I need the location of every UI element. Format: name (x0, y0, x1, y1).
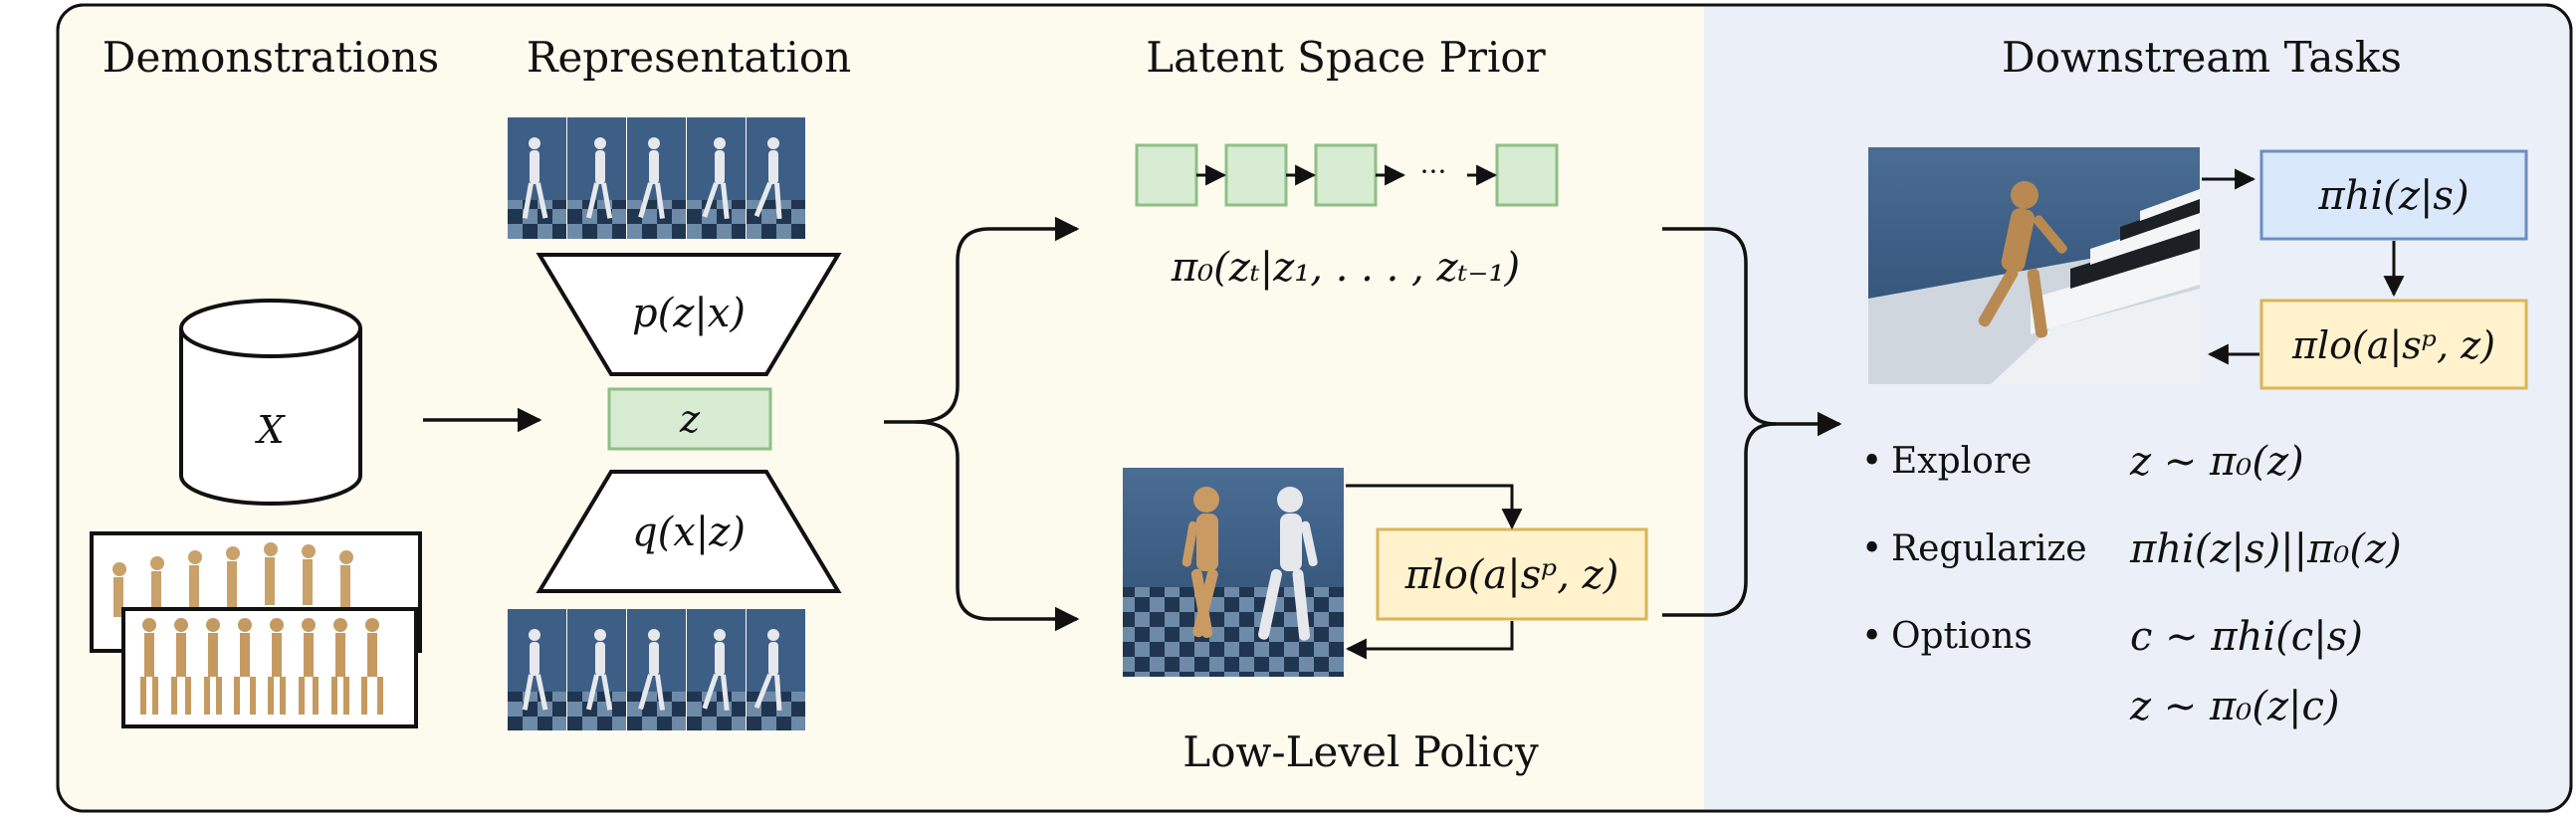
downstream-low-policy-label: πlo(a|sᵖ, z) (2291, 323, 2495, 367)
prior-node-t (1495, 143, 1559, 207)
encoder-trapezoid (536, 253, 842, 376)
prior-node-1 (1135, 143, 1198, 207)
dataset-cylinder: X (179, 299, 362, 506)
task-bullet: • (1861, 441, 1882, 482)
render-frame (567, 609, 626, 730)
brace-from-prior (1662, 227, 1777, 426)
task-formula: z ∼ π₀(z) (2129, 439, 2304, 485)
prior-node-2 (1224, 143, 1288, 207)
render-frame (627, 609, 686, 730)
render-frame (627, 117, 686, 239)
walking-render (1123, 468, 1344, 677)
panel-border (56, 3, 2573, 813)
clip-figures-front (140, 618, 383, 715)
frame-strip-top (508, 117, 805, 239)
task-explore: • Explore z ∼ π₀(z) (1861, 439, 2304, 485)
clip-figures-back (112, 542, 353, 617)
decoder-label: q(x|z) (632, 510, 746, 555)
dataset-symbol: X (254, 408, 286, 452)
prior-formula: π₀(zₜ|z₁, . . . , zₜ₋₁) (1171, 245, 1520, 291)
arrow-to-low-level (915, 420, 1080, 632)
heading-demonstrations: Demonstrations (103, 33, 439, 82)
latent-label: z (679, 397, 701, 441)
latent-box (607, 387, 772, 451)
task-name: Regularize (1891, 528, 2087, 569)
low-level-policy-box (1376, 527, 1648, 621)
heading-downstream: Downstream Tasks (2002, 33, 2402, 82)
task-name: Explore (1891, 441, 2032, 482)
prior-ellipsis: ··· (1420, 155, 1447, 188)
task-bullet: • (1861, 528, 1882, 569)
render-frame (508, 117, 566, 239)
stairs-render (1868, 147, 2200, 384)
render-frame (747, 117, 805, 239)
brace-from-low-level (1662, 422, 1777, 617)
task-name: Options (1891, 616, 2033, 657)
motion-clip-front (121, 607, 418, 728)
render-frame (567, 117, 626, 239)
arrow-policy-to-render (1345, 621, 1514, 660)
task-formula: πhi(z|s)||π₀(z) (2129, 526, 2402, 572)
low-level-policy-label: πlo(a|sᵖ, z) (1404, 552, 1619, 598)
frame-strip-bottom (508, 609, 805, 730)
arrow-to-prior (884, 216, 1080, 424)
task-regularize: • Regularize πhi(z|s)||π₀(z) (1861, 526, 2402, 572)
arrow-render-to-policy (1346, 484, 1523, 530)
render-frame (508, 609, 566, 730)
task-options: • Options c ∼ πhi(c|s) z ∼ π₀(z|c) (1861, 614, 2363, 729)
heading-representation: Representation (527, 33, 851, 82)
heading-low-level: Low-Level Policy (1182, 727, 1539, 776)
high-level-policy-label: πhi(z|s) (2317, 173, 2469, 219)
render-frame (747, 609, 805, 730)
prior-chain: ··· (1135, 143, 1559, 207)
render-frame (687, 117, 746, 239)
decoder-trapezoid (536, 470, 842, 593)
task-formula: c ∼ πhi(c|s) (2130, 614, 2363, 660)
encoder-label: p(z|x) (632, 291, 746, 336)
heading-latent-prior: Latent Space Prior (1146, 33, 1546, 82)
high-level-policy-box (2259, 149, 2528, 241)
downstream-low-policy-box (2259, 299, 2528, 390)
render-frame (687, 609, 746, 730)
prior-node-3 (1314, 143, 1378, 207)
task-formula-second: z ∼ π₀(z|c) (2129, 684, 2340, 729)
task-bullet: • (1861, 616, 1882, 657)
